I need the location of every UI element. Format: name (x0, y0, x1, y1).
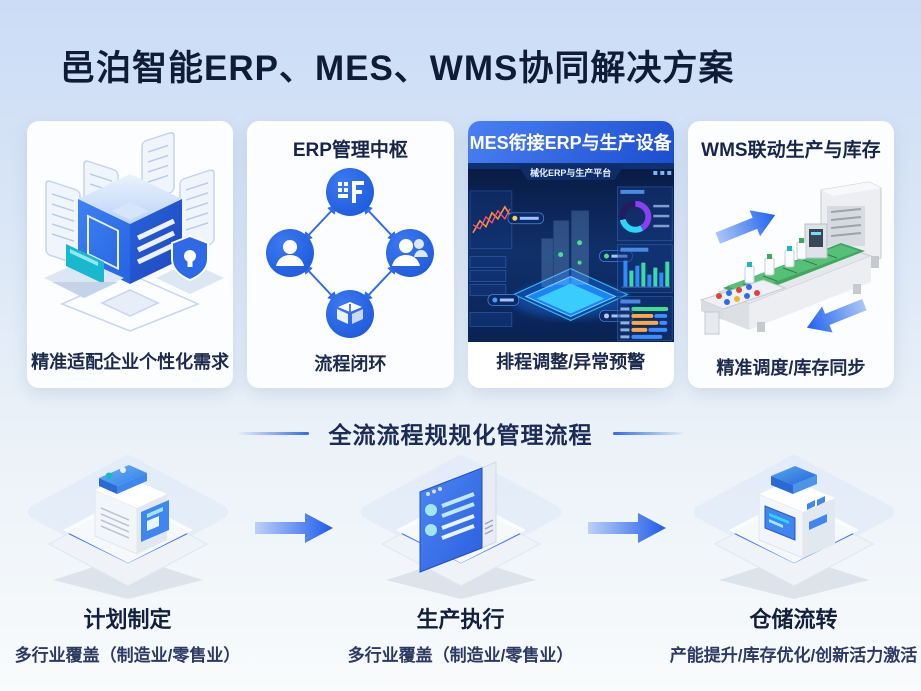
cycle-arrows (302, 204, 399, 302)
warehouse-device-illustration (693, 455, 894, 599)
section-banner: 全流流程规规化管理流程 (0, 416, 921, 450)
screen (764, 505, 795, 541)
shield-lock-icon (156, 234, 225, 294)
scanner-unit (804, 223, 828, 259)
feature-cards-row: 精准适配企业个性化需求 ERP管理中枢 (27, 121, 894, 388)
mes-dashboard-screenshot: 械化ERP与生产平台 (467, 163, 674, 343)
erp-cycle-diagram (247, 162, 453, 344)
control-panel (699, 279, 787, 335)
donut-chart-panel (616, 186, 673, 242)
laptop-icon (44, 243, 125, 298)
step-title: 仓储流转 (749, 607, 838, 632)
card-mes: MES衔接ERP与生产设备 械化ERP与生产平台 (467, 121, 674, 388)
users-icon (386, 229, 435, 277)
card-caption: 精准调度/库存同步 (716, 358, 866, 378)
flow-arrow-icon (255, 513, 333, 543)
step-subtitle: 多行业覆盖（制造业/零售业） (14, 646, 241, 665)
conveyor-illustration (688, 162, 894, 348)
erp-cycle-svg (266, 168, 435, 338)
server-cube-illustration (27, 121, 233, 342)
flow-arrow-out (806, 298, 867, 333)
card-caption: 排程调整/异常预警 (467, 342, 674, 388)
dashboard-screen (419, 461, 496, 573)
package-icon (326, 290, 375, 338)
line-chart-panel (469, 190, 512, 250)
flow-step-production: 生产执行 多行业覆盖（制造业/零售业） (333, 450, 588, 666)
flow-step-planning: 计划制定 多行业覆盖（制造业/零售业） (0, 450, 255, 666)
flow-step-warehouse: 仓储流转 产能提升/库存优化/创新活力激活 (666, 450, 921, 666)
doc-screen (140, 500, 169, 542)
dashboard-title: 械化ERP与生产平台 (530, 167, 611, 178)
warehouse-machine (758, 466, 835, 559)
card-caption: 精准适配企业个性化需求 (31, 352, 230, 372)
card-wms: WMS联动生产与库存 (687, 121, 894, 388)
process-flow: 计划制定 多行业覆盖（制造业/零售业） (0, 450, 921, 666)
production-device-illustration (360, 455, 561, 599)
card-title: ERP管理中枢 (292, 140, 408, 161)
bar-chart-panel (616, 244, 673, 293)
form-grid-icon (326, 168, 375, 216)
server-cube-icon (44, 131, 225, 332)
planning-machine (94, 465, 169, 555)
progress-bars-panel (616, 296, 673, 341)
card-erp-hub: ERP管理中枢 (247, 121, 454, 388)
banner-line-left (236, 431, 309, 435)
isometric-platform (511, 210, 629, 322)
planning-device-illustration (27, 455, 228, 599)
flow-arrow-in (715, 210, 776, 244)
page-title: 邑泊智能ERP、MES、WMS协同解决方案 (60, 49, 735, 88)
step-subtitle: 多行业覆盖（制造业/零售业） (347, 646, 574, 665)
card-caption: 流程闭环 (314, 354, 387, 374)
flow-arrow-icon (588, 513, 666, 543)
dashboard-header: 械化ERP与生产平台 (467, 163, 674, 180)
user-icon (266, 229, 315, 277)
step-title: 计划制定 (83, 607, 172, 632)
card-custom-fit: 精准适配企业个性化需求 (27, 121, 234, 388)
conveyor-svg (699, 181, 882, 335)
banner-line-right (612, 431, 685, 435)
card-title: WMS联动生产与库存 (701, 140, 881, 161)
blue-cube-lid (770, 466, 817, 494)
step-subtitle: 产能提升/库存优化/创新活力激活 (669, 646, 918, 665)
mes-dashboard-svg: 械化ERP与生产平台 (467, 163, 674, 343)
bottles (744, 238, 807, 284)
machine-cabinet (820, 181, 882, 270)
banner-text: 全流流程规规化管理流程 (328, 422, 593, 448)
mes-title-band: MES衔接ERP与生产设备 (467, 121, 674, 163)
step-title: 生产执行 (416, 607, 505, 632)
left-stat-tiles (469, 256, 512, 327)
server-cube (78, 173, 183, 284)
